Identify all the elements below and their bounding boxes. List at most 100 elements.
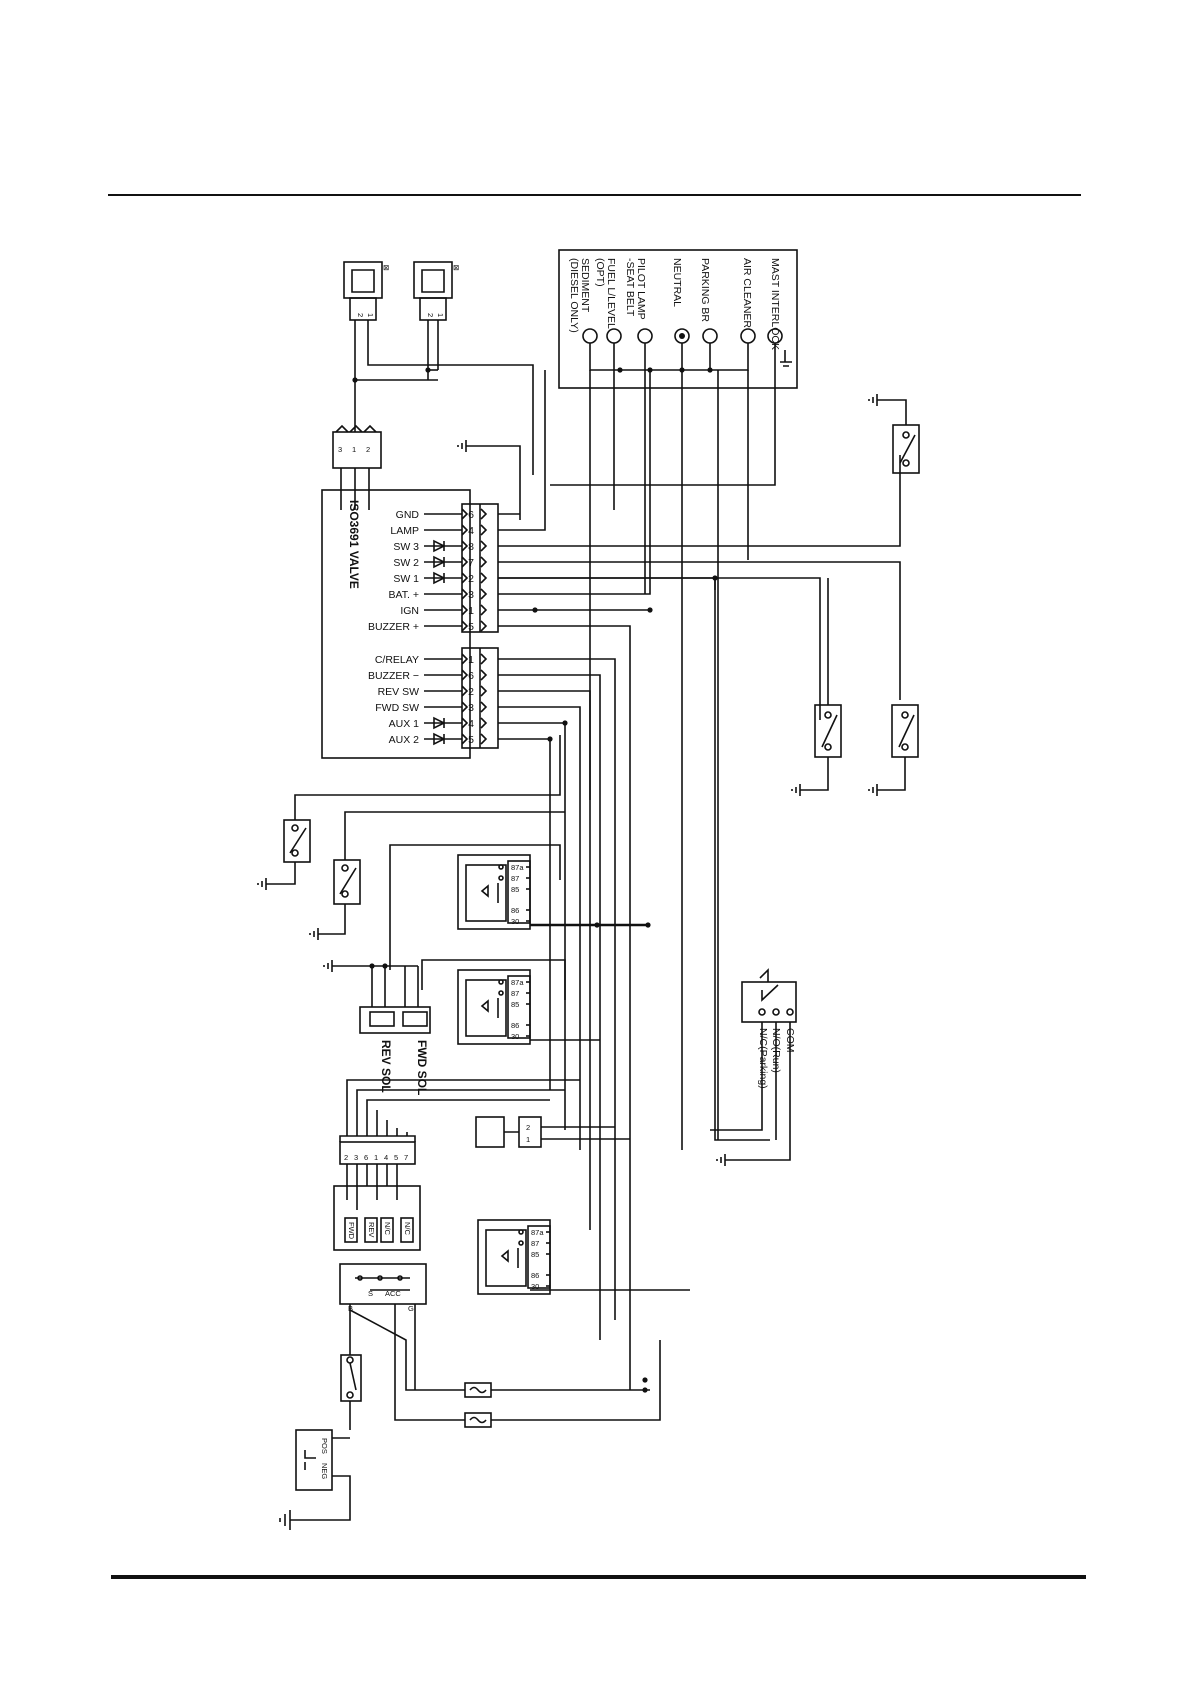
indicator-label-4: PILOT LAMP — [635, 258, 647, 320]
upper-pin-chevron-5 — [461, 588, 488, 600]
relay-2-pin-3: 86 — [531, 1271, 539, 1280]
shift-label-1: REV — [367, 1222, 376, 1237]
lower-pin-diode-4 — [433, 716, 446, 730]
lower-pin-chevron-1 — [461, 669, 488, 681]
shift-pin-5: 5 — [394, 1153, 398, 1162]
shift-pin-3: 1 — [374, 1153, 378, 1162]
relay-2-pin-2: 85 — [531, 1250, 539, 1259]
controller-module: ISO3691 VALVE — [321, 489, 471, 759]
upper-pin-label-7: BUZZER + — [368, 621, 419, 633]
air-cleaner-switch — [791, 578, 842, 796]
indicator-label-3: NEUTRAL — [671, 258, 683, 307]
relay-1-pin-0: 87a — [511, 978, 524, 987]
fwd-sol-label: FWD SOL — [415, 1040, 429, 1095]
lower-pin-chevron-2 — [461, 685, 488, 697]
relay-1-pin-4: 30 — [511, 1032, 519, 1041]
battery-pos-label: POS — [320, 1438, 329, 1454]
upper-pin-pin-4: 2 — [468, 573, 474, 585]
lower-pin-chevron-3 — [461, 701, 488, 713]
indicator-label-5: FUEL L/LEVEL — [605, 258, 617, 329]
rev-sol-label: REV SOL — [379, 1040, 393, 1093]
upper-pin-diode-4 — [433, 571, 446, 585]
indicator-label-6: SEDIMENT — [579, 258, 591, 313]
upper-pin-chevron-6 — [461, 604, 488, 616]
svg-text:2: 2 — [356, 313, 365, 317]
small-connector-pin-0: 2 — [526, 1123, 530, 1132]
shift-pin-1: 3 — [354, 1153, 358, 1162]
relay-0-pin-3: 86 — [511, 906, 519, 915]
valve-pin-2: 2 — [366, 445, 370, 454]
svg-text:⊠: ⊠ — [453, 263, 459, 272]
relay-2-pin-0: 87a — [531, 1228, 544, 1237]
lower-pin-chevron-0 — [461, 653, 488, 665]
svg-text:⊠: ⊠ — [383, 263, 389, 272]
top-rule — [108, 194, 1081, 196]
key-g-label: G — [408, 1304, 414, 1313]
upper-pin-chevron-0 — [461, 508, 488, 520]
upper-pin-pin-3: 7 — [468, 557, 474, 569]
fuse-2 — [464, 1412, 492, 1428]
shift-label-0: FWD — [347, 1222, 356, 1240]
shift-pin-4: 4 — [384, 1153, 388, 1162]
lower-pin-pin-5: 5 — [468, 734, 474, 746]
key-acc-label: ACC — [385, 1289, 401, 1298]
small-connector-pin-1: 1 — [526, 1135, 530, 1144]
relay-0-pin-1: 87 — [511, 874, 519, 883]
lower-pin-label-0: C/RELAY — [375, 654, 419, 666]
svg-text:1: 1 — [436, 313, 445, 317]
lower-pin-label-1: BUZZER − — [368, 670, 419, 682]
upper-pin-label-5: BAT. + — [389, 589, 419, 601]
relay-0-pin-2: 85 — [511, 885, 519, 894]
lower-pin-chevron-4 — [461, 717, 488, 729]
lower-pin-chevron-5 — [461, 733, 488, 745]
shift-label-2: N/C — [383, 1222, 392, 1236]
lower-pin-pin-0: 1 — [468, 654, 474, 666]
upper-pin-pin-6: 1 — [468, 605, 474, 617]
controller-title: ISO3691 VALVE — [347, 500, 361, 589]
upper-pin-chevron-2 — [461, 540, 488, 552]
upper-pin-chevron-1 — [461, 524, 488, 536]
upper-pin-chevron-7 — [461, 620, 488, 632]
lower-pin-pin-4: 4 — [468, 718, 474, 730]
pressure-sensor-right: 2 1 ⊠ — [413, 261, 459, 321]
indicator-label-1: AIR CLEANER — [741, 258, 753, 328]
upper-pin-label-3: SW 2 — [393, 557, 419, 569]
upper-pin-pin-5: 3 — [468, 589, 474, 601]
relay-2-pin-1: 87 — [531, 1239, 539, 1248]
battery: POS NEG — [295, 1429, 333, 1491]
seat-nc-label: N/C(Parking) — [757, 1028, 769, 1089]
pressure-sensor-left: 2 1 ⊠ — [343, 261, 389, 321]
relay-1-pin-3: 86 — [511, 1021, 519, 1030]
indicator-label-0: MAST INTERLOCK — [769, 258, 781, 350]
parking-brake-switch — [868, 704, 919, 796]
solenoid-connector: FWD SOL REV SOL — [359, 1006, 431, 1095]
upper-pin-label-1: LAMP — [390, 525, 419, 537]
key-s-label: S — [368, 1289, 373, 1298]
upper-pin-label-4: SW 1 — [393, 573, 419, 585]
relay-2-pin-4: 30 — [531, 1282, 539, 1291]
shift-label-3: N/C — [403, 1222, 412, 1236]
ground-symbol-1 — [457, 440, 521, 520]
upper-pin-pin-2: 8 — [468, 541, 474, 553]
indicator-label-2: PARKING BR — [699, 258, 711, 322]
upper-pin-pin-1: 4 — [468, 525, 474, 537]
valve-pin-0: 3 — [338, 445, 342, 454]
lower-pin-pin-2: 2 — [468, 686, 474, 698]
upper-pin-diode-3 — [433, 555, 446, 569]
upper-pin-pin-0: 6 — [468, 509, 474, 521]
lower-pin-label-3: FWD SW — [375, 702, 419, 714]
relay-2: 87a 87 85 86 30 — [477, 1219, 551, 1295]
lower-pin-label-2: REV SW — [378, 686, 420, 698]
lower-pin-pin-3: 3 — [468, 702, 474, 714]
lower-pin-diode-5 — [433, 732, 446, 746]
lower-pin-pin-1: 6 — [468, 670, 474, 682]
mast-interlock-switch — [868, 394, 920, 474]
upper-pin-chevron-4 — [461, 572, 488, 584]
relay-1-pin-2: 85 — [511, 1000, 519, 1009]
